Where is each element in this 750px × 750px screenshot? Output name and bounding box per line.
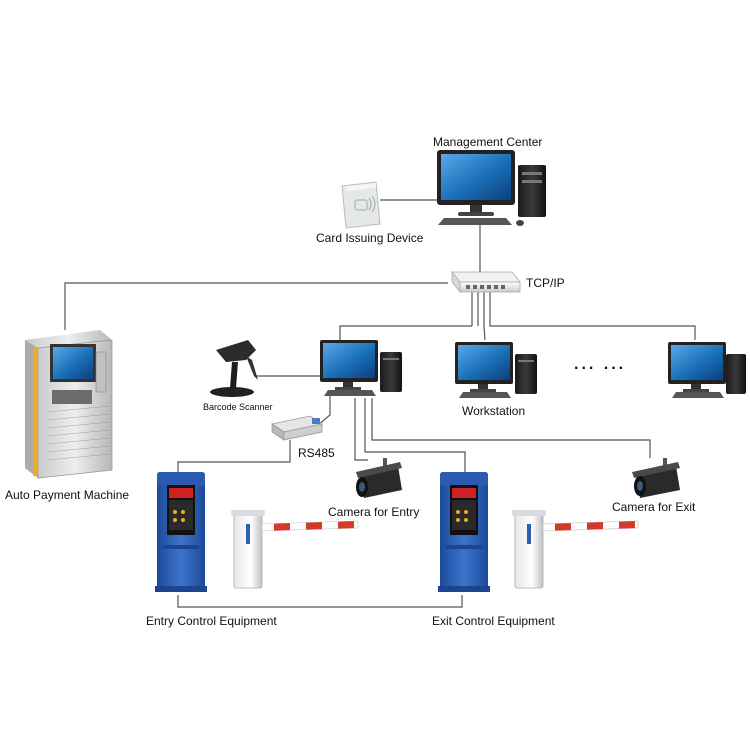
auto-payment-machine-icon xyxy=(25,330,113,479)
barcode-scanner-label: Barcode Scanner xyxy=(203,402,273,412)
exit-barrier-gate-icon xyxy=(512,510,639,589)
auto-payment-machine-label: Auto Payment Machine xyxy=(5,488,130,502)
card-issuing-device-icon xyxy=(341,181,381,229)
management-center-label: Management Center xyxy=(433,135,543,149)
entry-control-equipment-label: Entry Control Equipment xyxy=(146,614,277,628)
camera-for-exit-icon xyxy=(632,458,680,498)
more-workstations-ellipsis: ... ... xyxy=(574,356,627,373)
card-issuing-device-label: Card Issuing Device xyxy=(316,231,424,245)
rs485-label: RS485 xyxy=(298,446,335,460)
camera-for-exit-label: Camera for Exit xyxy=(612,500,696,514)
workstation-pc-icon xyxy=(320,340,402,396)
workstation-pc-icon xyxy=(455,342,537,398)
entry-terminal-icon xyxy=(155,472,207,592)
barcode-scanner-icon xyxy=(210,340,258,397)
camera-for-entry-label: Camera for Entry xyxy=(328,505,420,519)
exit-terminal-icon xyxy=(438,472,490,592)
workstation-pc-icon xyxy=(668,342,746,398)
network-switch-icon xyxy=(451,270,521,294)
exit-control-equipment-label: Exit Control Equipment xyxy=(432,614,555,628)
tcp-ip-label: TCP/IP xyxy=(526,276,565,290)
entry-barrier-gate-icon xyxy=(231,510,359,589)
camera-for-entry-icon xyxy=(356,458,402,498)
workstation-label: Workstation xyxy=(462,404,526,418)
connection-lines xyxy=(64,199,696,608)
rs485-converter-icon xyxy=(270,415,324,441)
management-center-pc-icon xyxy=(437,150,546,226)
